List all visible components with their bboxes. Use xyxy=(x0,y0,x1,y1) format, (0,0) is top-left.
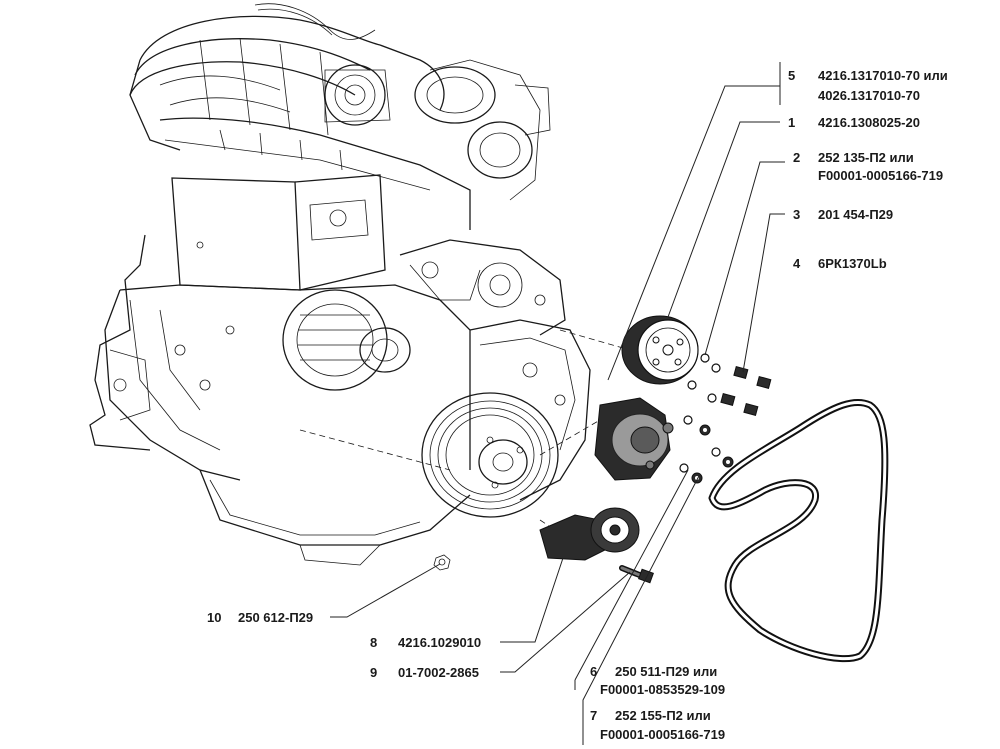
callout-1-number: 1 xyxy=(788,115,795,130)
callout-7-number: 7 xyxy=(590,708,597,723)
poly-v-belt xyxy=(708,398,889,663)
callout-7-line2: F00001-0005166-719 xyxy=(600,727,725,742)
water-pump xyxy=(594,397,674,481)
callout-3-line1: 201 454-П29 xyxy=(818,207,893,222)
callout-9-number: 9 xyxy=(370,665,377,680)
nuts-and-washers-lower xyxy=(679,424,734,484)
tensioner-bolt xyxy=(619,565,654,584)
leader-lines xyxy=(330,62,785,745)
callout-5-line2: 4026.1317010-70 xyxy=(818,88,920,103)
callout-1-line1: 4216.1308025-20 xyxy=(818,115,920,130)
pump-pulley xyxy=(621,315,699,385)
callout-9-line1: 01-7002-2865 xyxy=(398,665,479,680)
callout-4-line1: 6РК1370Lb xyxy=(818,256,887,271)
callout-2-number: 2 xyxy=(793,150,800,165)
callout-10-number: 10 xyxy=(207,610,221,625)
callout-8-line1: 4216.1029010 xyxy=(398,635,481,650)
callout-5-number: 5 xyxy=(788,68,795,83)
callout-4-number: 4 xyxy=(793,256,801,271)
belt-tensioner xyxy=(539,507,640,561)
callout-8-number: 8 xyxy=(370,635,377,650)
callout-6-line1: 250 511-П29 или xyxy=(615,664,717,679)
callout-2-line1: 252 135-П2 или xyxy=(818,150,914,165)
callout-10-line1: 250 612-П29 xyxy=(238,610,313,625)
callout-5-line1: 4216.1317010-70 или xyxy=(818,68,948,83)
callout-6-number: 6 xyxy=(590,664,597,679)
callout-7-line1: 252 155-П2 или xyxy=(615,708,711,723)
callout-2-line2: F00001-0005166-719 xyxy=(818,168,943,183)
callout-6-line2: F00001-0853529-109 xyxy=(600,682,725,697)
bolts-and-washers-upper xyxy=(683,353,772,425)
engine-block-drawing xyxy=(89,3,631,571)
callout-3-number: 3 xyxy=(793,207,800,222)
